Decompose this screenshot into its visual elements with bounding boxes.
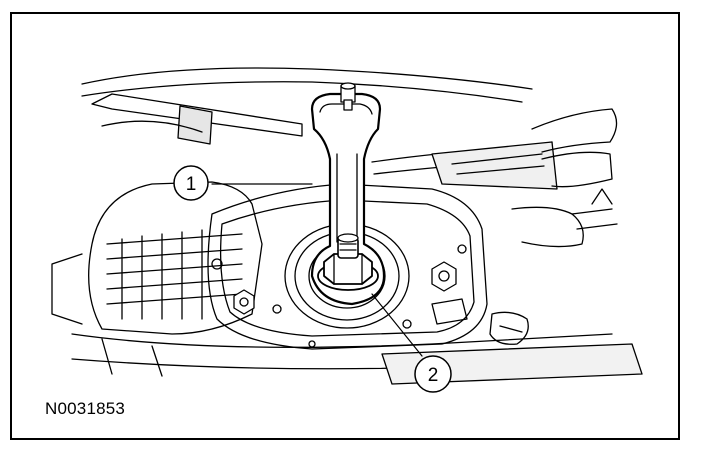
flange-bolt-hole bbox=[457, 244, 467, 254]
background-wiring bbox=[81, 67, 618, 248]
flange-bolt-hole bbox=[211, 258, 223, 270]
figure-id: N0031853 bbox=[45, 399, 126, 418]
flange-bolt-hole bbox=[272, 304, 282, 314]
callout-2-label: 2 bbox=[428, 365, 439, 386]
callout-2 bbox=[371, 293, 452, 393]
callout-1 bbox=[173, 165, 313, 201]
flange-bolt-hole bbox=[402, 319, 412, 329]
illustration-frame: 1 2 N0031853 bbox=[10, 12, 680, 440]
mounting-flange bbox=[207, 183, 529, 350]
flange-bolt bbox=[233, 289, 255, 315]
flange-bolt-hole bbox=[308, 340, 316, 348]
holding-tool bbox=[310, 82, 386, 306]
flange-bolt bbox=[431, 261, 457, 292]
callout-1-label: 1 bbox=[186, 174, 197, 195]
component-illustration: 1 2 bbox=[51, 67, 643, 393]
output-flange-nut bbox=[317, 233, 379, 291]
